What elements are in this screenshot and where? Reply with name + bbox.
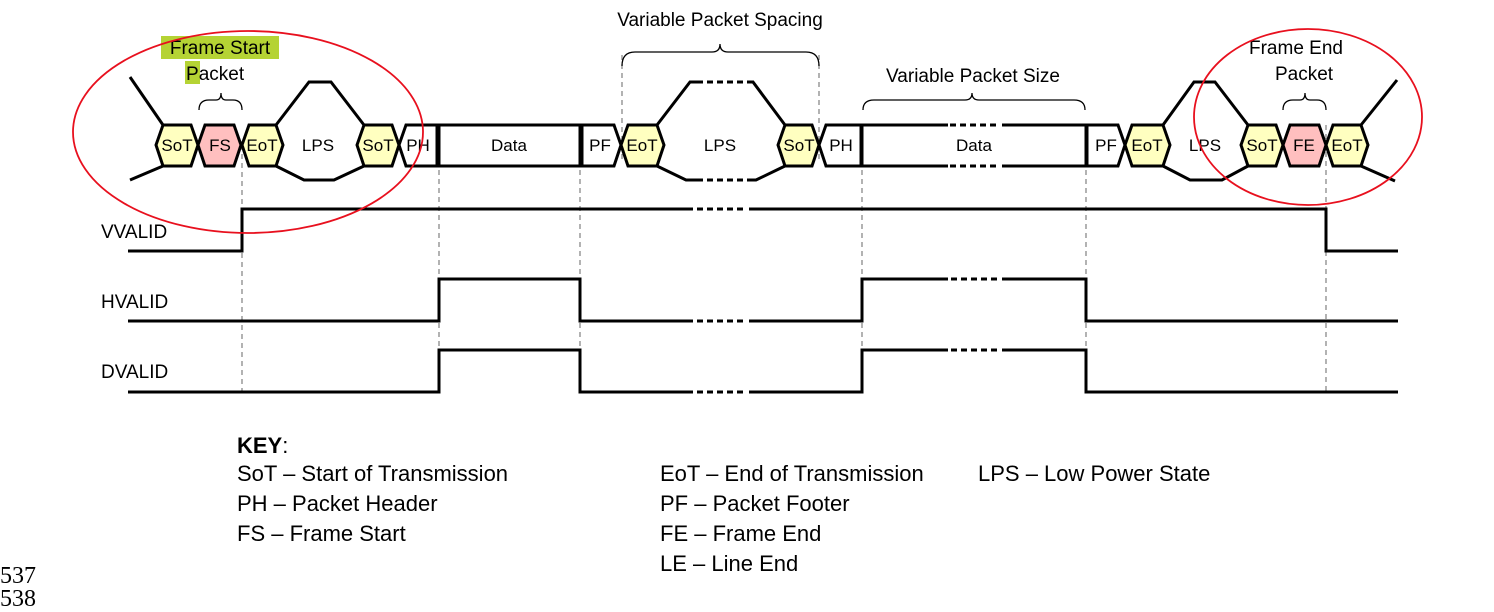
sot-hex-4 bbox=[1239, 123, 1285, 168]
key-item: LPS – Low Power State bbox=[978, 461, 1211, 486]
signal-label-dvalid: DVALID bbox=[101, 362, 168, 383]
waveform-vvalid-b bbox=[749, 207, 1398, 253]
eot-label-4: EoT bbox=[1331, 136, 1362, 155]
waveform-dvalid-c bbox=[1002, 348, 1398, 394]
waveform-hvalid-c bbox=[1002, 277, 1398, 323]
frame-start-highlight-1 bbox=[161, 36, 279, 59]
fs-hex bbox=[196, 123, 243, 168]
brace-fe bbox=[1282, 92, 1327, 111]
key-item: SoT – Start of Transmission bbox=[237, 461, 509, 486]
frame-start-highlight-2 bbox=[185, 61, 200, 84]
brace-size bbox=[862, 92, 1086, 111]
data-label-1: Data bbox=[491, 136, 527, 155]
waveform-hvalid-b bbox=[749, 277, 948, 323]
pf-box-1 bbox=[580, 123, 623, 168]
data-label-2: Data bbox=[956, 136, 992, 155]
lps-top-3 bbox=[1161, 80, 1250, 126]
line-number: 537 bbox=[0, 563, 36, 589]
key-column-2: EoT – End of Transmission PF – Packet Fo… bbox=[660, 459, 924, 579]
frame-end-label-2: Packet bbox=[1275, 64, 1334, 85]
waveform-dvalid-b bbox=[749, 348, 948, 394]
signal-label-hvalid: HVALID bbox=[101, 292, 168, 313]
wire-lead-top bbox=[128, 76, 165, 126]
braces bbox=[198, 43, 1327, 111]
lps-bottom-2b bbox=[750, 164, 786, 182]
frame-start-label: Frame Start bbox=[170, 38, 271, 59]
pf-label-2: PF bbox=[1095, 136, 1117, 155]
key-title: KEY: bbox=[237, 431, 288, 461]
frame-start-label-2: Packet bbox=[186, 64, 245, 85]
fe-hex bbox=[1281, 123, 1328, 168]
lps-top-1 bbox=[274, 80, 366, 126]
fe-label: FE bbox=[1293, 136, 1315, 155]
eot-label-2: EoT bbox=[626, 136, 657, 155]
key-item: FS – Frame Start bbox=[237, 521, 406, 546]
pf-box-2 bbox=[1085, 123, 1127, 168]
sot-label-3: SoT bbox=[783, 136, 814, 155]
data-box-1 bbox=[437, 123, 582, 168]
ph-label-1: PH bbox=[406, 136, 430, 155]
lps-top-2b bbox=[750, 80, 787, 126]
key-item: PH – Packet Header bbox=[237, 491, 438, 516]
lps-bottom-1 bbox=[275, 164, 365, 182]
guide-lines bbox=[241, 55, 1327, 395]
sot-hex-1 bbox=[154, 123, 200, 168]
brace-spacing bbox=[621, 43, 820, 67]
pf-label-1: PF bbox=[589, 136, 611, 155]
key-item: EoT – End of Transmission bbox=[660, 461, 924, 486]
lps-bottom-2a bbox=[656, 164, 697, 182]
data-box-2-left bbox=[860, 123, 948, 168]
waveform-dvalid-a bbox=[128, 348, 693, 394]
sot-label-1: SoT bbox=[161, 136, 192, 155]
lps-label-2: LPS bbox=[704, 136, 736, 155]
lps-top-2a bbox=[655, 80, 697, 126]
key-title-colon: : bbox=[282, 433, 289, 458]
ph-label-2: PH bbox=[829, 136, 853, 155]
fs-label: FS bbox=[209, 136, 231, 155]
data-box-2-right bbox=[1002, 123, 1088, 168]
key-item: LE – Line End bbox=[660, 551, 799, 576]
waveforms bbox=[128, 207, 1398, 394]
variable-size-label: Variable Packet Size bbox=[886, 66, 1060, 87]
eot-label-3: EoT bbox=[1131, 136, 1162, 155]
frame-end-label: Frame End bbox=[1249, 38, 1343, 59]
key-title-text: KEY bbox=[237, 433, 283, 458]
waveform-hvalid-a bbox=[128, 277, 693, 323]
variable-spacing-label: Variable Packet Spacing bbox=[617, 10, 823, 31]
frame-end-circle bbox=[1193, 28, 1423, 206]
packet-row: SoT FS EoT LPS SoT PH Data PF EoT LPS bbox=[128, 76, 1399, 183]
brace-fs bbox=[198, 92, 243, 111]
key-column-1: SoT – Start of Transmission PH – Packet … bbox=[237, 459, 508, 549]
wire-tail-top bbox=[1359, 79, 1399, 126]
ph-box-1 bbox=[397, 123, 439, 168]
wire-lead-bottom bbox=[129, 164, 164, 182]
sot-label-4: SoT bbox=[1246, 136, 1277, 155]
line-number: 538 bbox=[0, 586, 36, 612]
lps-label-1: LPS bbox=[302, 136, 334, 155]
key-column-3: LPS – Low Power State bbox=[978, 459, 1210, 489]
key-item: FE – Frame End bbox=[660, 521, 822, 546]
signal-label-vvalid: VVALID bbox=[101, 222, 167, 243]
key-item: PF – Packet Footer bbox=[660, 491, 850, 516]
frame-start-circle bbox=[72, 30, 424, 234]
lps-label-3: LPS bbox=[1189, 136, 1221, 155]
sot-hex-2 bbox=[355, 123, 401, 168]
lps-bottom-3 bbox=[1162, 164, 1249, 182]
ph-box-2 bbox=[817, 123, 863, 168]
waveform-vvalid-a bbox=[128, 207, 693, 253]
eot-label-1: EoT bbox=[246, 136, 277, 155]
sot-label-2: SoT bbox=[362, 136, 393, 155]
sot-hex-3 bbox=[776, 123, 821, 168]
